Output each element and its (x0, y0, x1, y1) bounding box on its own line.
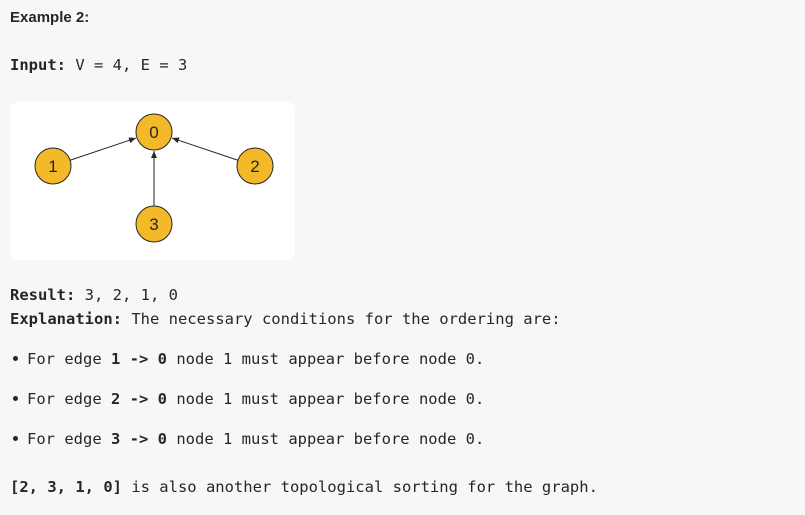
condition-edge: 1 -> 0 (111, 350, 167, 368)
bullet-icon (13, 395, 18, 401)
condition-prefix: For edge (27, 390, 111, 408)
explanation-label: Explanation: (10, 310, 122, 328)
node-label: 3 (149, 215, 158, 234)
node-circle (236, 147, 274, 185)
graph-diagram: 0 1 2 3 (10, 102, 295, 260)
result-line: Result: 3, 2, 1, 0 (10, 286, 178, 304)
condition-item: For edge 3 -> 0 node 1 must appear befor… (10, 430, 484, 448)
input-line: Input: V = 4, E = 3 (10, 56, 187, 74)
result-value: 3, 2, 1, 0 (75, 286, 178, 304)
node-circle (34, 147, 72, 185)
edge-arrow-2-0 (171, 137, 239, 161)
node-circle (135, 205, 173, 243)
node-circle (135, 113, 173, 151)
bullet-icon (13, 355, 18, 361)
bullet-icon (13, 435, 18, 441)
graph-node-0: 0 (135, 113, 173, 151)
edge-arrow-1-0 (69, 137, 137, 161)
node-label: 0 (149, 123, 158, 142)
explanation-text: The necessary conditions for the orderin… (121, 310, 561, 328)
graph-node-2: 2 (236, 147, 274, 185)
footer-sorting: [2, 3, 1, 0] (10, 478, 122, 496)
example-title: Example 2: (10, 9, 90, 26)
condition-edge: 3 -> 0 (111, 430, 167, 448)
input-value: V = 4, E = 3 (66, 56, 188, 74)
explanation-line: Explanation: The necessary conditions fo… (10, 310, 561, 328)
graph-node-1: 1 (34, 147, 72, 185)
condition-prefix: For edge (27, 350, 111, 368)
input-label: Input: (10, 56, 66, 74)
condition-suffix: node 1 must appear before node 0. (167, 390, 485, 408)
graph-svg: 0 1 2 3 (34, 113, 274, 243)
condition-suffix: node 1 must appear before node 0. (167, 430, 485, 448)
condition-suffix: node 1 must appear before node 0. (167, 350, 485, 368)
condition-item: For edge 1 -> 0 node 1 must appear befor… (10, 350, 484, 368)
condition-item: For edge 2 -> 0 node 1 must appear befor… (10, 390, 484, 408)
condition-prefix: For edge (27, 430, 111, 448)
condition-edge: 2 -> 0 (111, 390, 167, 408)
node-label: 2 (250, 157, 259, 176)
graph-node-3: 3 (135, 205, 173, 243)
footer-line: [2, 3, 1, 0] is also another topological… (10, 478, 598, 496)
footer-text: is also another topological sorting for … (121, 478, 598, 496)
node-label: 1 (48, 157, 57, 176)
result-label: Result: (10, 286, 76, 304)
